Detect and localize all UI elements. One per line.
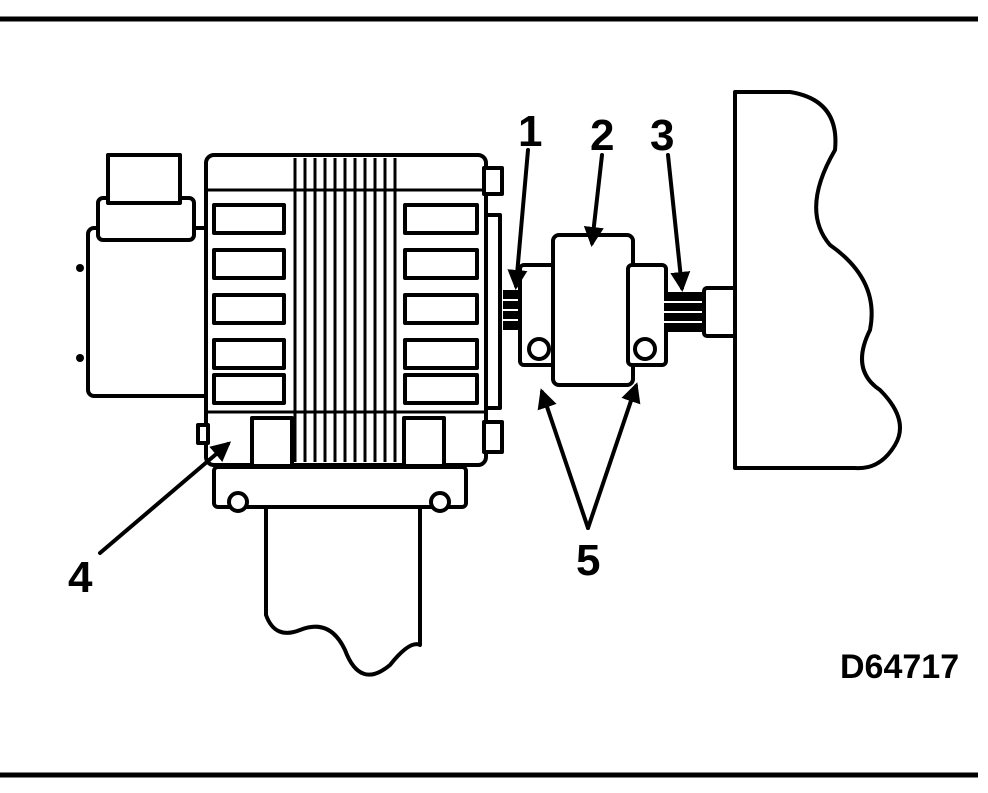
callout-4: 4: [68, 553, 93, 602]
base-plate: [212, 465, 468, 509]
figure-code-group: D64717: [840, 648, 959, 686]
cooling-fins: [293, 158, 397, 462]
driven-equipment: [733, 90, 902, 471]
pedestal: [264, 503, 422, 677]
leader-lines: [98, 148, 691, 555]
figure-code: D64717: [840, 648, 959, 686]
set-screw-right: [633, 337, 657, 361]
leader-5b: [586, 382, 641, 530]
cooling-slots-right: [403, 203, 479, 405]
leader-4: [98, 441, 232, 555]
flange-bolt-top: [482, 166, 504, 196]
leader-1: [507, 148, 530, 290]
leader-3: [666, 153, 691, 292]
end-cap: [86, 226, 218, 398]
motor-unit: [76, 153, 504, 677]
leader-2: [583, 153, 604, 247]
flange-bolt-bottom: [482, 420, 504, 454]
callout-3: 3: [650, 111, 674, 160]
callout-labels: 1 2 3 4 5: [68, 107, 674, 602]
callout-2: 2: [590, 111, 614, 160]
callout-5: 5: [576, 536, 600, 585]
cooling-slots-left: [212, 203, 286, 405]
base-bolt-right: [429, 491, 451, 513]
terminal-box-lid: [106, 153, 182, 205]
base-bolt-left: [227, 491, 249, 513]
callout-1: 1: [518, 107, 542, 156]
set-screw-left: [527, 337, 551, 361]
coupling-spacer: [551, 233, 635, 387]
leader-5a: [537, 388, 590, 530]
coupling-assembly: [503, 233, 742, 387]
